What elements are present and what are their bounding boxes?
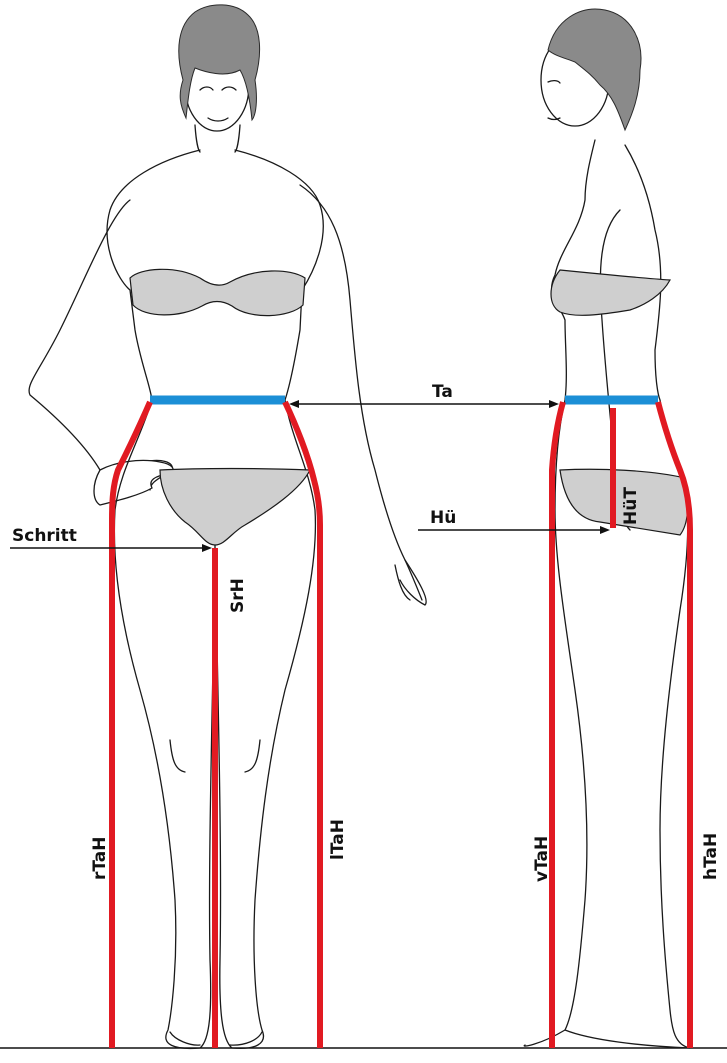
front-underwear [160,469,310,546]
back-waist-height-label: hTaH [701,833,721,880]
hip-depth-label: HüT [621,487,641,525]
waist-arrow-head-right [549,400,559,408]
crotch-arrow-head [202,544,212,552]
front-bra [130,269,305,315]
waist-label: Ta [432,382,453,402]
hip-label: Hü [430,508,456,528]
hip-arrow-head [600,526,610,534]
side-figure [418,9,690,1048]
side-bra [551,270,670,315]
crotch-height-label: SrH [228,578,248,613]
left-waist-height-label: lTaH [328,819,348,860]
front-right-arm [29,200,172,490]
side-front-waist-height-line [552,402,563,1048]
crotch-label: Schritt [12,526,77,546]
front-waist-height-label: vTaH [532,836,552,882]
side-feet [565,1030,690,1048]
front-left-waist-height-line [285,402,320,1048]
right-waist-height-label: rTaH [90,837,110,881]
side-mouth [548,118,560,120]
